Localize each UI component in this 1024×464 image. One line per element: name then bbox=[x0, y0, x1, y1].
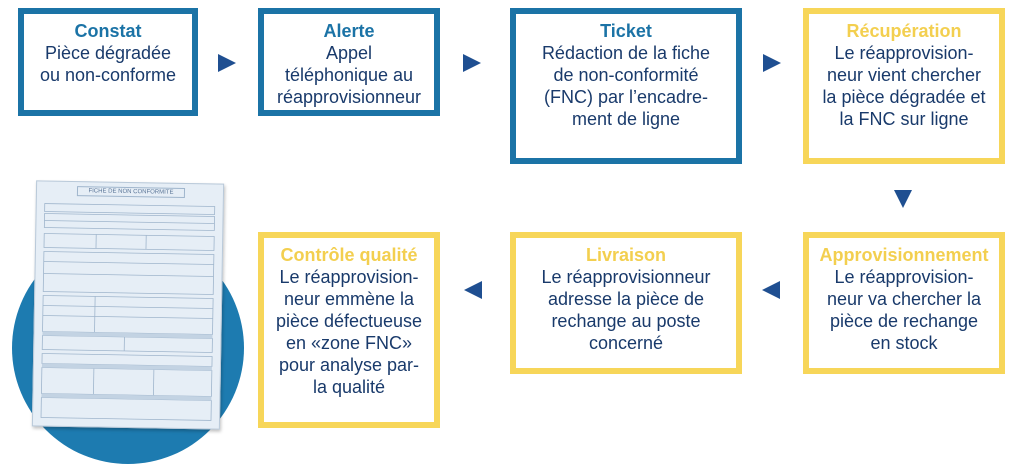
fnc-form-photo: FICHE DE NON CONFORMITE bbox=[32, 180, 224, 429]
step-description: Le réapprovision- neur emmène la pièce d… bbox=[270, 266, 428, 398]
step-title: Constat bbox=[75, 20, 142, 42]
step-title: Approvisionnement bbox=[819, 244, 988, 266]
step-alerte: Alerte Appel téléphonique au réapprovisi… bbox=[258, 8, 440, 116]
arrow-left-icon bbox=[762, 281, 780, 299]
step-description: Le réapprovision- neur vient chercher la… bbox=[816, 42, 991, 130]
step-recuperation: Récupération Le réapprovision- neur vien… bbox=[803, 8, 1005, 164]
step-approvisionnement: Approvisionnement Le réapprovision- neur… bbox=[803, 232, 1005, 374]
step-description: Le réapprovision- neur va chercher la pi… bbox=[821, 266, 987, 354]
step-description: Le réapprovisionneur adresse la pièce de… bbox=[535, 266, 716, 354]
form-lines bbox=[33, 181, 223, 428]
step-title: Récupération bbox=[846, 20, 961, 42]
step-description: Appel téléphonique au réapprovisionneur bbox=[271, 42, 427, 108]
arrow-right-icon bbox=[763, 54, 781, 72]
step-title: Alerte bbox=[323, 20, 374, 42]
step-controle-qualite: Contrôle qualité Le réapprovision- neur … bbox=[258, 232, 440, 428]
step-title: Livraison bbox=[586, 244, 666, 266]
step-constat: Constat Pièce dégradée ou non-conforme bbox=[18, 8, 198, 116]
step-title: Ticket bbox=[600, 20, 652, 42]
step-description: Pièce dégradée ou non-conforme bbox=[34, 42, 182, 86]
arrow-down-icon bbox=[894, 190, 912, 208]
arrow-right-icon bbox=[463, 54, 481, 72]
step-ticket: Ticket Rédaction de la fiche de non-conf… bbox=[510, 8, 742, 164]
step-livraison: Livraison Le réapprovisionneur adresse l… bbox=[510, 232, 742, 374]
arrow-left-icon bbox=[464, 281, 482, 299]
step-title: Contrôle qualité bbox=[280, 244, 417, 266]
arrow-right-icon bbox=[218, 54, 236, 72]
step-description: Rédaction de la fiche de non-conformité … bbox=[536, 42, 716, 130]
